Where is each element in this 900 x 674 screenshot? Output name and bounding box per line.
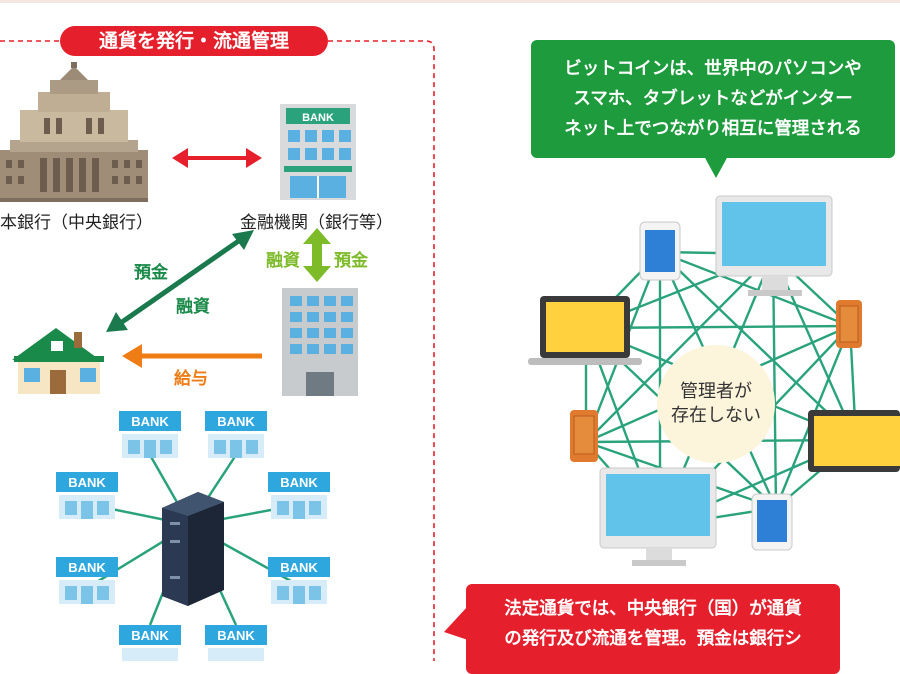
network-bank-5-icon: BANK [56,557,118,604]
deposit-label-left: 預金 [134,263,168,283]
office-building-icon [282,288,358,396]
network-bank-2-icon: BANK [205,411,267,458]
financial-institution-label: 金融機関（銀行等） [240,213,393,233]
currency-issuance-title: 通貨を発行・流通管理 [60,26,328,56]
laptop-right-icon [808,410,900,472]
network-bank-4-icon: BANK [268,472,330,519]
bitcoin-explanation-line-2: スマホ、タブレットなどがインター [573,89,853,109]
dashed-frame [0,40,435,661]
no-administrator-line-1: 管理者が [680,381,752,402]
network-bank-6-label: BANK [280,560,318,575]
tablet-bottom-right-icon [751,493,793,551]
network-bank-1-icon: BANK [119,411,181,458]
salary-label: 給与 [174,369,208,389]
loan-label-left: 融資 [176,297,210,317]
smartphone-right-top-icon [836,300,862,348]
bitcoin-explanation-bubble: ビットコインは、世界中のパソコンや スマホ、タブレットなどがインター ネット上で… [531,40,895,158]
no-administrator-circle: 管理者が 存在しない [657,345,775,463]
laptop-left-icon [528,296,642,365]
red-bubble-tail [444,606,468,640]
central-bank-label: 本銀行（中央銀行） [0,213,153,233]
salary-arrow [122,344,262,368]
fiat-explanation-line-1: 法定通貨では、中央銀行（国）が通貨 [504,599,802,619]
server-icon [162,492,224,606]
no-administrator-line-2: 存在しない [671,405,761,426]
network-bank-8-label: BANK [217,628,255,643]
network-bank-3-label: BANK [68,475,106,490]
financial-institution-bank-icon: BANK [280,104,356,200]
network-bank-5-label: BANK [68,560,106,575]
bitcoin-explanation-line-3: ネット上でつながり相互に管理される [564,119,862,139]
top-divider [0,0,900,3]
deposit-label-right: 預金 [334,251,368,271]
network-bank-6-icon: BANK [268,557,330,604]
loan-label-right: 融資 [266,251,300,271]
tablet-top-left-icon [639,221,681,281]
lime-double-arrow [303,228,331,282]
network-bank-3-icon: BANK [56,472,118,519]
house-icon [12,328,104,394]
fiat-explanation-line-2: の発行及び流通を管理。預金は銀行シ [504,629,802,649]
network-bank-4-label: BANK [280,475,318,490]
fiat-currency-explanation-bubble: 法定通貨では、中央銀行（国）が通貨 の発行及び流通を管理。預金は銀行シ [466,584,840,674]
green-bubble-tail [704,156,728,178]
financial-bank-sign: BANK [302,112,334,124]
deposit-loan-arrow [106,230,254,332]
desktop-monitor-top-icon [715,195,833,296]
network-bank-2-label: BANK [217,414,255,429]
desktop-monitor-bottom-icon [599,467,717,566]
central-bank-exchange-arrow [172,148,262,168]
network-bank-7-icon: BANK [119,625,181,661]
bitcoin-explanation-line-1: ビットコインは、世界中のパソコンや [564,59,862,79]
smartphone-left-icon [570,410,598,462]
central-bank-building-icon [0,62,148,202]
network-bank-1-label: BANK [131,414,169,429]
network-bank-7-label: BANK [131,628,169,643]
network-bank-8-icon: BANK [205,625,267,661]
